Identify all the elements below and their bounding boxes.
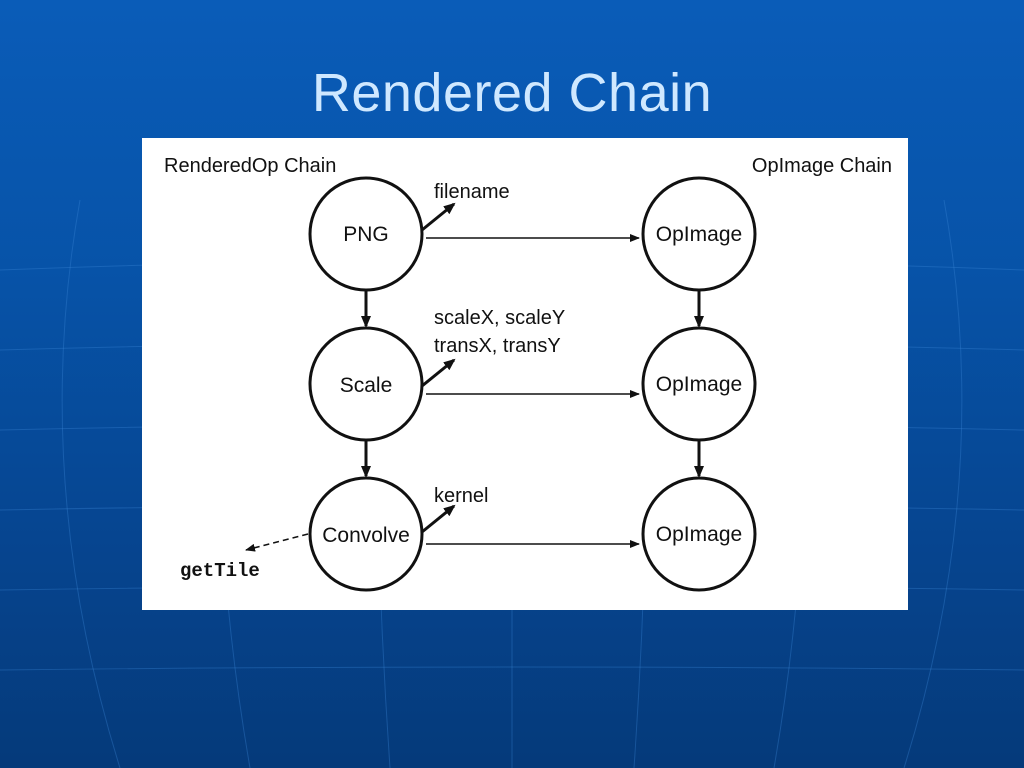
node-opimage-1-label: OpImage bbox=[656, 223, 742, 246]
renderedop-chain-heading: RenderedOp Chain bbox=[164, 155, 336, 177]
param-filename: filename bbox=[434, 181, 510, 203]
node-opimage-2: OpImage bbox=[641, 326, 757, 442]
param-scale-line1: scaleX, scaleY bbox=[434, 307, 565, 329]
gettile-arrow bbox=[245, 533, 309, 552]
node-convolve-label: Convolve bbox=[322, 524, 410, 547]
node-opimage-1: OpImage bbox=[641, 176, 757, 292]
node-convolve: Convolve bbox=[308, 476, 424, 592]
node-scale-label: Scale bbox=[340, 374, 393, 397]
node-opimage-3: OpImage bbox=[641, 476, 757, 592]
param-scale-line2: transX, transY bbox=[434, 335, 561, 357]
node-scale: Scale bbox=[308, 326, 424, 442]
diagram-panel: RenderedOp Chain OpImage Chain PNG Scale… bbox=[142, 138, 908, 610]
param-arrow-convolve bbox=[421, 504, 456, 534]
node-png-label: PNG bbox=[343, 223, 389, 246]
param-arrow-scale bbox=[421, 358, 456, 388]
slide-title: Rendered Chain bbox=[311, 63, 713, 123]
param-kernel: kernel bbox=[434, 485, 488, 507]
param-arrow-png bbox=[421, 202, 456, 232]
node-png: PNG bbox=[308, 176, 424, 292]
node-opimage-2-label: OpImage bbox=[656, 373, 742, 396]
chain-diagram: RenderedOp Chain OpImage Chain PNG Scale… bbox=[164, 155, 892, 592]
opimage-chain-heading: OpImage Chain bbox=[752, 155, 892, 177]
node-opimage-3-label: OpImage bbox=[656, 523, 742, 546]
gettile-label: getTile bbox=[180, 560, 260, 582]
